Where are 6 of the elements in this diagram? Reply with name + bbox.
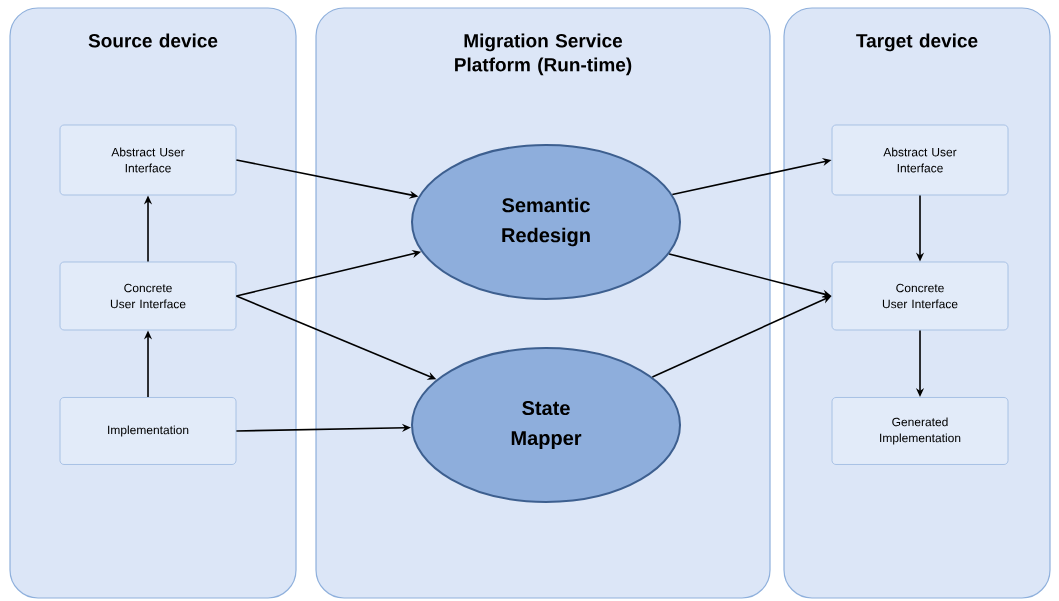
process-box: Implementation <box>59 397 237 465</box>
process-box: Abstract User Interface <box>59 124 237 196</box>
process-box: Concrete User Interface <box>59 261 237 331</box>
process-box: Concrete User Interface <box>831 261 1009 331</box>
process-box: Abstract User Interface <box>831 124 1009 196</box>
process-box: Generated Implementation <box>831 397 1009 465</box>
